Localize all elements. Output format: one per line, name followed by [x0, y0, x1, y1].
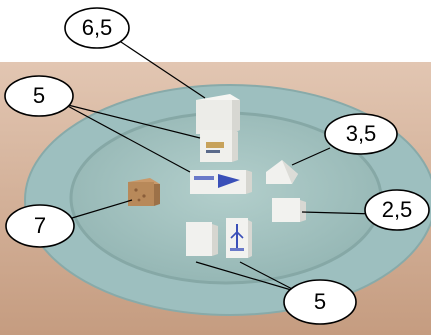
tray-well: [71, 113, 381, 283]
cube-pack-upper: [200, 130, 238, 162]
callout-bubble-right-upper: [324, 113, 398, 155]
callout-bubble-right-lower: [364, 189, 430, 231]
cube-wedge: [266, 160, 298, 184]
cube-small-right: [272, 198, 306, 222]
tray-rim-edge: [24, 84, 431, 316]
callout-label-right-upper: 3,5: [345, 121, 377, 146]
callout-bubble-upper-left: [4, 75, 74, 117]
callout-bubble-left: [5, 204, 75, 248]
callout-label-right-lower: 2,5: [381, 197, 413, 222]
callout-label-top: 6,5: [81, 15, 113, 40]
leader-lines: [63, 39, 377, 293]
cube-tan: [128, 178, 160, 206]
callout-label-left: 7: [33, 213, 47, 238]
callout-label-upper-left: 5: [32, 83, 46, 108]
callout-label-bottom: 5: [313, 289, 327, 314]
cube-large-top: [196, 94, 240, 134]
callout-bubble-bottom: [283, 279, 357, 325]
callout-bubble-top: [64, 7, 130, 49]
cube-pack-bottom: [226, 218, 252, 258]
cube-pack-wide: [190, 170, 252, 194]
cube-bottom-left: [186, 222, 218, 256]
callout-ellipses: [4, 7, 430, 325]
